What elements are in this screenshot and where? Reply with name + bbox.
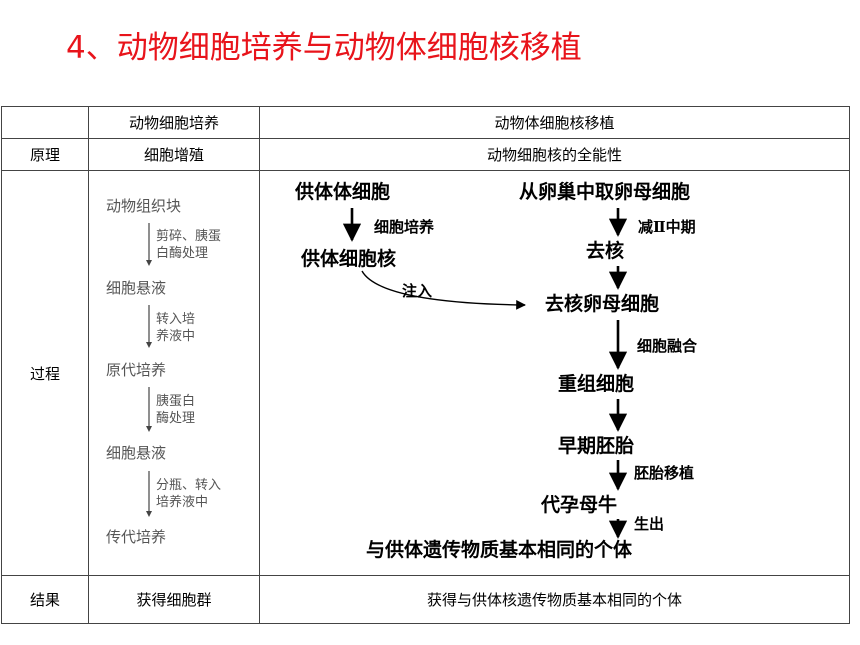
donor-nucleus: 供体细胞核: [300, 247, 396, 270]
result-label: 结果: [1, 575, 89, 624]
result-culture: 获得细胞群: [88, 575, 260, 624]
reconstructed-cell: 重组细胞: [558, 372, 634, 395]
culture-arrowhead-2: [146, 342, 152, 348]
process-row: 过程 动物组织块 细胞悬液 原代培养 细胞悬液 传代培养: [1, 170, 850, 576]
result-row: 结果 获得细胞群 获得与供体核遗传物质基本相同的个体: [1, 575, 850, 624]
culture-arrowhead-3: [146, 426, 152, 432]
header-transfer: 动物体细胞核移植: [259, 106, 850, 139]
birth-label: 生出: [634, 515, 664, 533]
principle-transfer: 动物细胞核的全能性: [259, 138, 850, 171]
culture-step-1: 动物组织块: [106, 197, 181, 215]
header-empty-cell: [1, 106, 89, 139]
principle-label: 原理: [1, 138, 89, 171]
culture-note-1b: 白酶处理: [156, 245, 208, 261]
comparison-table: 动物细胞培养 动物体细胞核移植 原理 细胞增殖 动物细胞核的全能性 过程 动物组…: [1, 106, 850, 624]
culture-step-5: 传代培养: [106, 528, 166, 546]
fusion-label: 细胞融合: [637, 337, 698, 355]
page-title: 4、动物细胞培养与动物体细胞核移植: [66, 30, 582, 66]
process-label: 过程: [1, 170, 89, 576]
enucleated-oocyte: 去核卵母细胞: [545, 292, 659, 315]
culture-flow-cell: 动物组织块 细胞悬液 原代培养 细胞悬液 传代培养: [88, 170, 260, 576]
early-embryo: 早期胚胎: [558, 434, 634, 457]
culture-flow-diagram: 动物组织块 细胞悬液 原代培养 细胞悬液 传代培养: [106, 197, 221, 546]
result-transfer: 获得与供体核遗传物质基本相同的个体: [259, 575, 850, 624]
culture-step-3: 原代培养: [106, 361, 166, 379]
culture-arrowhead-1: [146, 260, 152, 266]
oocyte-step-label: 减Ⅱ中期: [638, 218, 696, 236]
culture-note-4a: 分瓶、转入: [156, 478, 221, 493]
offspring: 与供体遗传物质基本相同的个体: [366, 538, 633, 561]
culture-arrowhead-4: [146, 511, 152, 517]
oocyte-source: 从卵巢中取卵母细胞: [519, 180, 690, 203]
culture-note-1a: 剪碎、胰蛋: [156, 228, 221, 244]
culture-note-3a: 胰蛋白: [156, 393, 195, 409]
culture-note-4b: 培养液中: [156, 494, 208, 510]
culture-note-2a: 转入培: [156, 311, 195, 327]
principle-culture: 细胞增殖: [88, 138, 260, 171]
header-row: 动物细胞培养 动物体细胞核移植: [1, 106, 850, 139]
embryo-transfer-label: 胚胎移植: [634, 464, 694, 482]
transfer-flow-diagram: 供体体细胞 细胞培养 供体细胞核 注入 从卵巢中取卵母细胞 减Ⅱ中期 去核 去核…: [294, 180, 698, 561]
donor-step-label: 细胞培养: [374, 218, 435, 236]
donor-cell: 供体体细胞: [294, 180, 390, 203]
principle-row: 原理 细胞增殖 动物细胞核的全能性: [1, 138, 850, 171]
surrogate-cow: 代孕母牛: [540, 493, 617, 516]
enucleate: 去核: [586, 239, 624, 262]
culture-step-2: 细胞悬液: [106, 279, 166, 297]
culture-note-3b: 酶处理: [156, 410, 195, 426]
culture-step-4: 细胞悬液: [106, 444, 166, 462]
inject-label: 注入: [402, 282, 432, 300]
arrow-inject-nucleus: [361, 270, 526, 310]
culture-note-2b: 养液中: [156, 328, 195, 344]
header-culture: 动物细胞培养: [88, 106, 260, 139]
transfer-flow-cell: 供体体细胞 细胞培养 供体细胞核 注入 从卵巢中取卵母细胞 减Ⅱ中期 去核 去核…: [259, 170, 850, 576]
